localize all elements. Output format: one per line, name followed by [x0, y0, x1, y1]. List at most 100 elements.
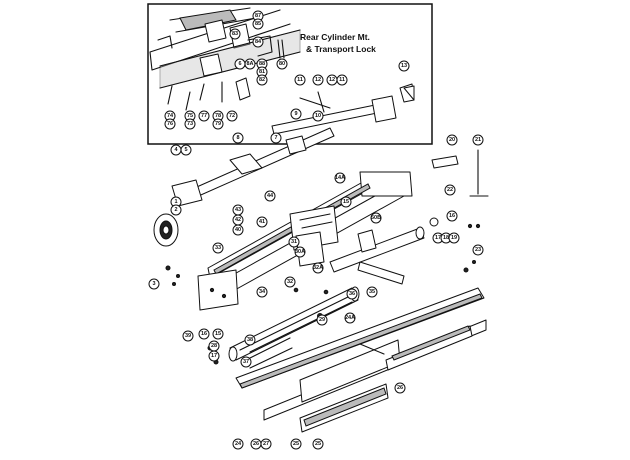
- callout-33: 33: [212, 242, 224, 254]
- callout-label: 76: [167, 121, 173, 127]
- callout-12: 12: [326, 74, 338, 86]
- callout-85: 85: [252, 18, 264, 30]
- inset-title-line2: & Transport Lock: [306, 44, 376, 54]
- callout-15: 15: [340, 196, 352, 208]
- callout-13: 13: [398, 60, 410, 72]
- callout-label: 32A: [313, 265, 323, 271]
- callout-84: 84: [252, 36, 264, 48]
- callout-circle: [346, 288, 358, 300]
- callout-label: 1: [174, 199, 177, 205]
- callout-circle: [316, 314, 328, 326]
- callout-label: 39: [185, 333, 191, 339]
- callout-15: 15: [212, 328, 224, 340]
- callout-circle: [472, 134, 484, 146]
- callout-21: 21: [472, 134, 484, 146]
- callout-7: 7: [270, 132, 282, 144]
- callout-label: 19: [451, 235, 457, 241]
- callout-circle: [232, 132, 244, 144]
- callout-83: 83: [229, 28, 241, 40]
- callout-25: 25: [290, 438, 302, 450]
- callout-38: 38: [244, 334, 256, 346]
- callout-label: 80: [279, 61, 285, 67]
- callout-3: 3: [148, 278, 160, 290]
- callout-2: 2: [170, 204, 182, 216]
- callout-23: 23: [472, 244, 484, 256]
- callout-circle: [336, 74, 348, 86]
- callout-79: 79: [212, 118, 224, 130]
- callout-label: 40: [235, 227, 241, 233]
- callout-circle: [444, 184, 456, 196]
- callout-label: 12: [329, 77, 335, 83]
- callout-label: 34: [259, 289, 266, 295]
- callout-19: 19: [448, 232, 460, 244]
- callout-label: 22: [447, 187, 453, 193]
- callout-circle: [344, 312, 356, 324]
- callout-29: 29: [316, 314, 328, 326]
- callout-80: 80: [276, 58, 288, 70]
- callout-24: 24: [232, 438, 244, 450]
- callout-label: 83: [232, 31, 238, 37]
- callout-label: 2: [174, 207, 177, 213]
- callout-label: 17: [211, 353, 217, 359]
- callout-8: 8: [232, 132, 244, 144]
- callout-circle: [226, 110, 238, 122]
- callout-label: 12: [315, 77, 321, 83]
- callout-label: 3: [152, 281, 155, 287]
- callout-circle: [370, 212, 382, 224]
- callout-circle: [340, 196, 352, 208]
- callout-circle: [212, 118, 224, 130]
- callout-30A: 30A: [294, 246, 306, 258]
- callout-label: 31: [291, 239, 297, 245]
- callout-label: 20: [449, 137, 455, 143]
- callout-circle: [256, 216, 268, 228]
- callout-16: 16: [446, 210, 458, 222]
- callout-circle: [472, 244, 484, 256]
- callout-circle: [252, 18, 264, 30]
- inset-title-line1: Rear Cylinder Mt.: [300, 32, 370, 42]
- callout-circle: [312, 438, 324, 450]
- callout-circle: [294, 74, 306, 86]
- callout-circle: [448, 232, 460, 244]
- callout-label: 35: [369, 289, 375, 295]
- callout-label: 30A: [295, 249, 305, 255]
- callout-label: 84: [255, 39, 262, 45]
- callout-label: 38: [247, 337, 253, 343]
- callout-39: 39: [182, 330, 194, 342]
- callout-label: 11: [339, 77, 345, 83]
- callout-label: 10: [315, 113, 321, 119]
- callout-label: 26: [253, 441, 259, 447]
- callout-label: 82: [259, 77, 265, 83]
- callout-circle: [398, 60, 410, 72]
- callout-10: 10: [312, 110, 324, 122]
- callout-28: 28: [208, 340, 220, 352]
- callout-72: 72: [226, 110, 238, 122]
- callout-label: 26: [397, 385, 403, 391]
- callout-label: 24: [235, 441, 242, 447]
- callout-label: 21: [475, 137, 481, 143]
- inset-panel: Rear Cylinder Mt. & Transport Lock: [147, 3, 433, 145]
- callout-37: 37: [240, 356, 252, 368]
- callout-circle: [184, 118, 196, 130]
- callout-label: 81: [259, 69, 265, 75]
- callout-circle: [198, 328, 210, 340]
- callout-label: 24A: [345, 315, 355, 321]
- callout-circle: [148, 278, 160, 290]
- callout-circle: [244, 334, 256, 346]
- callout-20: 20: [446, 134, 458, 146]
- callout-17: 17: [208, 350, 220, 362]
- callout-16: 16: [198, 328, 210, 340]
- callout-circle: [256, 286, 268, 298]
- callout-label: 29: [319, 317, 325, 323]
- callout-label: 8: [236, 135, 239, 141]
- callout-label: 88: [259, 61, 265, 67]
- callout-44: 44: [264, 190, 276, 202]
- callout-40: 40: [232, 224, 244, 236]
- callout-circle: [252, 36, 264, 48]
- callout-5: 5: [180, 144, 192, 156]
- callout-label: 8A: [246, 61, 253, 67]
- callout-label: 28: [211, 343, 217, 349]
- callout-circle: [180, 144, 192, 156]
- callout-76: 76: [164, 118, 176, 130]
- callout-82: 82: [256, 74, 268, 86]
- callout-label: 17: [435, 235, 441, 241]
